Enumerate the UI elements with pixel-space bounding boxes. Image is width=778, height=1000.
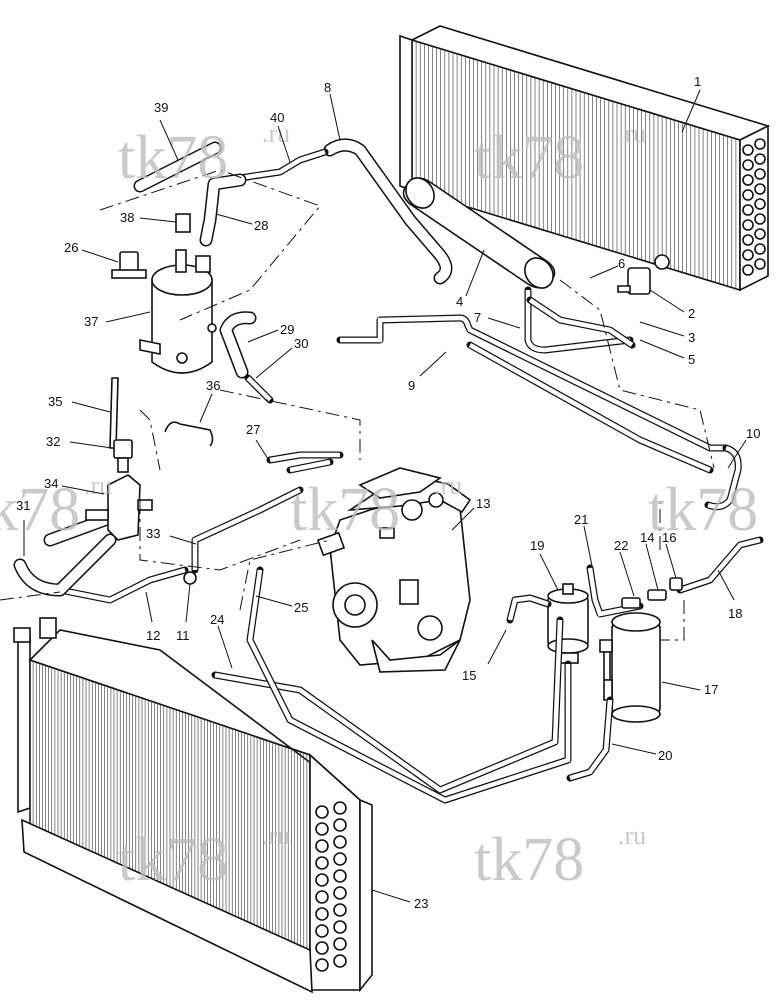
compressor (316, 467, 472, 673)
callout-4: 4 (456, 294, 463, 309)
callout-39: 39 (154, 100, 168, 115)
callout-9: 9 (408, 378, 415, 393)
callout-15: 15 (462, 668, 476, 683)
callout-1: 1 (694, 74, 701, 89)
callout-28: 28 (254, 218, 268, 233)
watermark-mid-right: tk78 (648, 476, 758, 544)
callout-35: 35 (48, 394, 62, 409)
watermark-bottom-left: tk78 (118, 826, 228, 894)
watermark-mid-center: tk78 (290, 476, 400, 544)
callout-10: 10 (746, 426, 760, 441)
callout-27: 27 (246, 422, 260, 437)
callout-30: 30 (294, 336, 308, 351)
watermarks: tk78 .ru tk78 .ru tk78 .ru tk78 .ru tk78… (0, 119, 758, 894)
watermark-bottom-left-suffix: .ru (262, 821, 290, 850)
callout-12: 12 (146, 628, 160, 643)
pilot-valve-34 (85, 474, 153, 541)
callout-11: 11 (176, 628, 190, 643)
callout-6: 6 (618, 256, 625, 271)
watermark-bottom-right: tk78 (474, 826, 584, 894)
watermark-top-right-suffix: .ru (618, 119, 646, 148)
sight-glass-14 (647, 589, 667, 601)
watermark-mid-left: tk78 (0, 476, 80, 544)
callout-14: 14 (640, 530, 654, 545)
callout-16: 16 (662, 530, 676, 545)
solenoid-valve-26 (111, 251, 147, 279)
center-lines (0, 169, 715, 641)
callout-2: 2 (688, 306, 695, 321)
callout-32: 32 (46, 434, 60, 449)
watermark-top-left-suffix: .ru (262, 119, 290, 148)
fitting-11 (183, 571, 197, 585)
callout-17: 17 (704, 682, 718, 697)
sensor-22 (621, 597, 641, 609)
solenoid-valve-32 (113, 439, 133, 473)
evaporator-coil (399, 25, 771, 292)
receiver-tank (139, 249, 217, 374)
callout-8: 8 (324, 80, 331, 95)
callout-33: 33 (146, 526, 160, 541)
callout-36: 36 (206, 378, 220, 393)
callout-22: 22 (614, 538, 628, 553)
accumulator-tank (402, 177, 556, 289)
callout-34: 34 (44, 476, 58, 491)
callout-26: 26 (64, 240, 78, 255)
callout-38: 38 (120, 210, 134, 225)
callout-19: 19 (530, 538, 544, 553)
watermark-mid-left-suffix: .ru (84, 471, 112, 500)
callout-31: 31 (16, 498, 30, 513)
filter-drier (547, 583, 589, 664)
callout-20: 20 (658, 748, 672, 763)
watermark-top-right: tk78 (474, 124, 584, 192)
callout-25: 25 (294, 600, 308, 615)
callout-18: 18 (728, 606, 742, 621)
callout-3: 3 (688, 330, 695, 345)
fitting-38 (175, 213, 191, 233)
refrigerant-lines (13, 138, 764, 804)
watermark-mid-center-suffix: .ru (434, 471, 462, 500)
watermark-top-left: tk78 (118, 124, 228, 192)
expansion-valve (617, 254, 670, 295)
callouts: 1 2 3 4 5 6 7 8 9 10 11 12 13 14 15 16 1 (16, 74, 760, 911)
callout-23: 23 (414, 896, 428, 911)
callout-40: 40 (270, 110, 284, 125)
condenser-coil (13, 617, 373, 994)
callout-13: 13 (476, 496, 490, 511)
callout-21: 21 (574, 512, 588, 527)
callout-24: 24 (210, 612, 224, 627)
callout-7: 7 (474, 310, 481, 325)
callout-29: 29 (280, 322, 294, 337)
valve-16 (669, 577, 683, 591)
callout-5: 5 (688, 352, 695, 367)
callout-37: 37 (84, 314, 98, 329)
watermark-bottom-right-suffix: .ru (618, 821, 646, 850)
